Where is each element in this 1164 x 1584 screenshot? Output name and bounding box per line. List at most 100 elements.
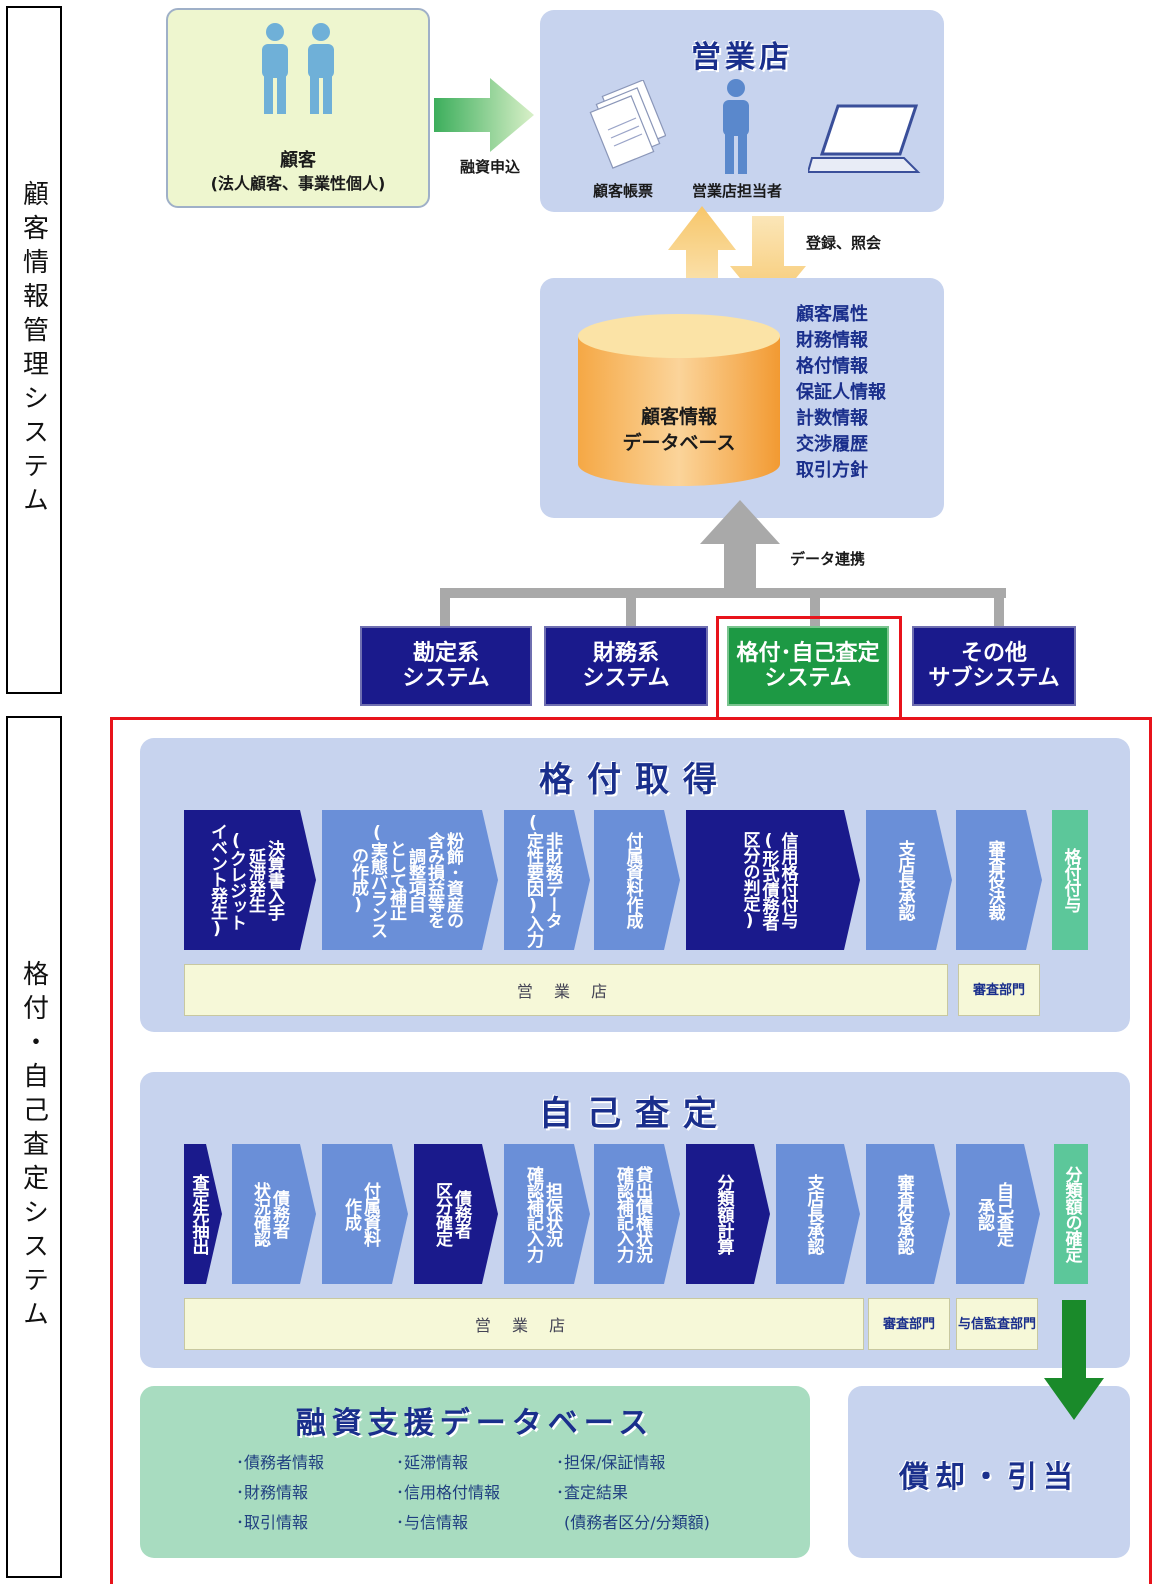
- sa-step-text: 貸出債権状況: [632, 1166, 652, 1262]
- doc-label: 顧客帳票: [592, 182, 653, 200]
- rating-step: 決算書入手延滞発生(クレジットイベント発生): [184, 810, 316, 950]
- db-item-list: 顧客属性 財務情報 格付情報 保証人情報 計数情報 交渉履歴 取引方針: [796, 302, 936, 484]
- sa-step-text: 自己査定: [993, 1182, 1013, 1246]
- system-line2: システム: [402, 666, 490, 691]
- loan-db-item: ･債務者情報: [236, 1453, 325, 1472]
- db-name-line2: データベース: [622, 432, 736, 454]
- sa-step: 債務者状況確認: [232, 1144, 316, 1284]
- rating-branch-bar: 営 業 店: [184, 964, 948, 1016]
- sa-step-text: 分類額の確定: [1061, 1166, 1082, 1262]
- branch-title: 営業店: [691, 40, 793, 75]
- db-item: 格付情報: [796, 356, 868, 377]
- loan-db-item: ･担保/保証情報: [556, 1453, 666, 1472]
- loan-db-col1: ･債務者情報 ･財務情報 ･取引情報: [236, 1448, 386, 1538]
- loan-db-title: 融資支援データベース: [295, 1406, 655, 1441]
- customer-name: 顧客: [280, 150, 316, 171]
- bottom-side-label-box: 格付・自己査定システム: [6, 716, 62, 1578]
- rating-review-dept: 審査部門: [958, 964, 1040, 1016]
- system-line1: 財務系: [592, 640, 659, 666]
- branch-staff-icon: [723, 79, 749, 174]
- loan-db-item: (債務者区分/分類額): [564, 1513, 710, 1532]
- writeoff-panel: [848, 1386, 1130, 1558]
- top-side-label: 顧客情報管理システム: [18, 180, 49, 520]
- bottom-side-label: 格付・自己査定システム: [18, 960, 49, 1334]
- rating-assessment-system-box: 格付･自己査定 システム: [727, 626, 889, 706]
- accounting-system-box: 勘定系 システム: [360, 626, 532, 706]
- db-item: 保証人情報: [796, 382, 886, 403]
- db-item: 交渉履歴: [796, 434, 868, 455]
- sa-step: 支店長承認: [776, 1144, 860, 1284]
- loan-db-item: ･取引情報: [236, 1513, 309, 1532]
- db-item: 取引方針: [796, 460, 868, 481]
- rating-step-text: 決算書入手: [264, 840, 284, 920]
- customer-subtitle: (法人顧客、事業性個人): [210, 174, 386, 193]
- rating-step-text: (クレジット: [226, 830, 246, 930]
- rating-step-text: 粉飾･資産の: [443, 832, 463, 928]
- rating-step: 信用格付付与(形式債務者区分の判定): [686, 810, 860, 950]
- rating-step-text: (実態バランス: [367, 822, 387, 938]
- sa-step-text: 作成: [341, 1198, 361, 1230]
- rating-step-text: として補正: [386, 840, 406, 920]
- rating-step-text: 非財務データ: [542, 832, 562, 928]
- branch-panel: 営業店 顧客帳票 営業店担当者: [540, 10, 944, 212]
- loan-db-item: ･査定結果: [556, 1483, 629, 1502]
- sa-step-text: 審査役承認: [893, 1174, 914, 1254]
- rating-title: 格付取得: [539, 760, 731, 800]
- finance-system-box: 財務系 システム: [544, 626, 708, 706]
- loan-db-col2: ･延滞情報 ･信用格付情報 ･与信情報: [396, 1448, 556, 1538]
- sa-step-text: 区分確定: [432, 1182, 452, 1246]
- db-item: 財務情報: [796, 330, 868, 351]
- rating-step: 付属資料作成: [594, 810, 680, 950]
- rating-step-text: (定性要因)入力: [523, 813, 543, 947]
- loan-db-col3: ･担保/保証情報 ･査定結果 (債務者区分/分類額): [556, 1448, 786, 1538]
- sa-branch-bar: 営 業 店: [184, 1298, 864, 1350]
- db-item: 計数情報: [796, 408, 868, 429]
- rating-step-text: 支店長承認: [894, 840, 915, 920]
- sa-review-dept: 審査部門: [868, 1298, 950, 1350]
- rating-step: 非財務データ(定性要因)入力: [504, 810, 590, 950]
- system-line1: その他: [960, 640, 1027, 666]
- staff-label: 営業店担当者: [691, 182, 782, 200]
- rating-step-text: 延滞発生: [245, 848, 265, 912]
- sa-step: 付属資料作成: [322, 1144, 408, 1284]
- sa-step-text: 分類額計算: [713, 1174, 734, 1254]
- customer-people-icon: [262, 23, 334, 114]
- customer-box: 顧客 (法人顧客、事業性個人): [166, 8, 430, 208]
- loan-application-arrow: [434, 78, 534, 152]
- rating-step-text: 付属資料作成: [622, 832, 643, 928]
- loan-db-item: ･財務情報: [236, 1483, 309, 1502]
- loan-application-label: 融資申込: [459, 158, 520, 176]
- sa-step: 貸出債権状況確認補記入力: [594, 1144, 680, 1284]
- rating-step-text: の作成): [348, 846, 368, 914]
- rating-assessment-frame: [110, 717, 1152, 1584]
- sa-step-text: 付属資料: [360, 1182, 380, 1246]
- loan-support-db-panel: [140, 1386, 810, 1558]
- sa-step-text: 担保状況: [542, 1182, 562, 1246]
- writeoff-down-arrow: [1044, 1300, 1104, 1420]
- sa-step-text: 確認補記入力: [523, 1166, 543, 1262]
- top-side-label-box: 顧客情報管理システム: [6, 6, 62, 694]
- sa-step-text: 債務者: [451, 1190, 471, 1238]
- database-cylinder-icon: [578, 314, 780, 486]
- laptop-icon: [808, 104, 921, 173]
- self-assessment-title: 自己査定: [539, 1094, 731, 1134]
- sa-step: 担保状況確認補記入力: [504, 1144, 590, 1284]
- system-line1: 勘定系: [412, 640, 479, 666]
- other-subsystem-box: その他 サブシステム: [912, 626, 1076, 706]
- sa-step: 債務者区分確定: [414, 1144, 498, 1284]
- data-link-connectors: [440, 500, 1006, 628]
- rating-step: 支店長承認: [866, 810, 952, 950]
- loan-db-item: ･信用格付情報: [396, 1483, 501, 1502]
- rating-step-text: 区分の判定): [739, 830, 760, 930]
- rating-step-text: (形式債務者: [758, 830, 779, 930]
- sa-step-text: 債務者: [269, 1190, 289, 1238]
- sa-audit-dept: 与信監査部門: [956, 1298, 1038, 1350]
- rating-step: 格付付与: [1052, 810, 1088, 950]
- db-item: 顧客属性: [796, 304, 868, 325]
- system-line2: システム: [764, 666, 852, 691]
- loan-db-item: ･延滞情報: [396, 1453, 469, 1472]
- rating-step-text: 審査役決裁: [984, 840, 1005, 920]
- rating-step: 粉飾･資産の含み損益等を調整項目として補正(実態バランスの作成): [322, 810, 498, 950]
- system-line2: サブシステム: [928, 666, 1060, 691]
- rating-step-text: 格付付与: [1060, 848, 1081, 912]
